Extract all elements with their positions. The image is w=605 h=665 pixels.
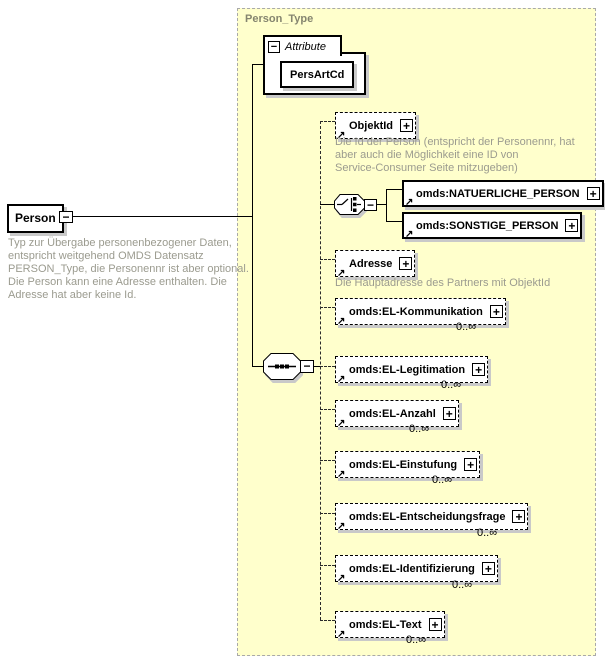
- attribute-persartcd-name: PersArtCd: [290, 69, 345, 81]
- line-to-natuerliche-person: [386, 189, 402, 190]
- stub-el-anzahl: [320, 409, 335, 410]
- person-annotation-line: entspricht weitgehend OMDS Datensatz: [8, 250, 204, 262]
- reference-arrow-icon: ↗: [337, 268, 346, 279]
- stub-adresse: [320, 259, 335, 260]
- line-choice-out: [377, 204, 386, 205]
- collapse-icon[interactable]: −: [268, 40, 280, 53]
- stub-el-legitimation: [320, 366, 335, 367]
- element-el-text[interactable]: ↗ omds:EL-Text +: [335, 611, 445, 640]
- objektid-annotation-line: Die Id der Person (entspricht der Person…: [335, 136, 575, 148]
- choice-connector-icon[interactable]: [334, 194, 365, 215]
- line-sequence-to-children: [314, 366, 321, 367]
- expand-icon[interactable]: +: [472, 362, 486, 376]
- adresse-annotation: Die Hauptadresse des Partners mit Objekt…: [335, 277, 551, 289]
- line-main-vertical: [252, 64, 253, 367]
- reference-arrow-icon: ↗: [405, 197, 414, 208]
- reference-arrow-icon: ↗: [337, 469, 346, 480]
- stub-objektid: [320, 121, 335, 122]
- cardinality-el-text: 0..∞: [406, 634, 427, 646]
- stub-el-einstufung: [320, 460, 335, 461]
- collapse-icon[interactable]: −: [364, 199, 377, 211]
- element-el-identifizierung[interactable]: ↗ omds:EL-Identifizierung +: [335, 555, 498, 584]
- collapse-icon[interactable]: −: [300, 360, 314, 373]
- element-sonstige-person[interactable]: ↗ omds:SONSTIGE_PERSON +: [402, 212, 583, 240]
- reference-arrow-icon: ↗: [337, 521, 346, 532]
- objektid-annotation-line: aber auch die Möglichkeit eine ID von: [335, 149, 519, 161]
- expand-icon[interactable]: +: [428, 617, 442, 631]
- attribute-group-tab[interactable]: − Attribute: [263, 35, 342, 56]
- person-annotation-line: Die Person kann eine Adresse enthalten. …: [8, 276, 227, 288]
- line-choice-vertical: [386, 189, 387, 221]
- cardinality-el-anzahl: 0..∞: [409, 423, 430, 435]
- expand-icon[interactable]: +: [481, 561, 495, 575]
- element-el-kommunikation[interactable]: ↗ omds:EL-Kommunikation +: [335, 298, 506, 327]
- expand-icon[interactable]: +: [464, 457, 478, 471]
- person-annotation-line: Adresse hat aber keine Id.: [8, 289, 137, 301]
- element-el-text-name: omds:EL-Text: [349, 619, 422, 631]
- cardinality-el-identifizierung: 0..∞: [452, 579, 473, 591]
- cardinality-el-legitimation: 0..∞: [441, 379, 462, 391]
- element-objektid-name: ObjektId: [349, 120, 394, 132]
- element-adresse[interactable]: ↗ Adresse +: [335, 250, 416, 279]
- person-type-label: Person_Type: [245, 13, 314, 25]
- line-to-sonstige-person: [386, 221, 402, 222]
- reference-arrow-icon: ↗: [337, 629, 346, 640]
- objektid-annotation: Die Id der Person (entspricht der Person…: [335, 136, 575, 175]
- expand-icon[interactable]: +: [586, 186, 600, 200]
- attribute-group-label: Attribute: [285, 40, 326, 53]
- person-type-container: [237, 8, 596, 656]
- cardinality-el-kommunikation: 0..∞: [456, 321, 477, 333]
- expand-icon[interactable]: +: [400, 118, 414, 132]
- element-person-name: Person: [15, 211, 56, 225]
- element-el-kommunikation-name: omds:EL-Kommunikation: [349, 306, 483, 318]
- element-el-identifizierung-name: omds:EL-Identifizierung: [349, 563, 475, 575]
- expand-icon[interactable]: +: [512, 509, 526, 523]
- stub-el-kommunikation: [320, 307, 335, 308]
- element-sonstige-person-name: omds:SONSTIGE_PERSON: [416, 220, 559, 232]
- element-el-anzahl[interactable]: ↗ omds:EL-Anzahl +: [335, 400, 459, 429]
- expand-icon[interactable]: +: [442, 406, 456, 420]
- element-el-entscheidungsfrage-name: omds:EL-Entscheidungsfrage: [349, 511, 506, 523]
- element-adresse-name: Adresse: [349, 258, 393, 270]
- reference-arrow-icon: ↗: [405, 229, 414, 240]
- person-annotation-line: Typ zur Übergabe personenbezogener Daten…: [8, 237, 232, 249]
- cardinality-el-entscheidungsfrage: 0..∞: [477, 527, 498, 539]
- objektid-annotation-line: Service-Consumer Seite mitzugeben): [335, 162, 518, 174]
- line-children-vertical: [320, 121, 321, 620]
- element-el-einstufung[interactable]: ↗ omds:EL-Einstufung +: [335, 451, 481, 480]
- reference-arrow-icon: ↗: [337, 573, 346, 584]
- line-person-to-tree: [72, 216, 252, 217]
- person-annotation-line: PERSON_Type, die Personennr ist aber opt…: [8, 263, 249, 275]
- cardinality-el-einstufung: 0..∞: [432, 474, 453, 486]
- element-natuerliche-person-name: omds:NATUERLICHE_PERSON: [416, 188, 580, 200]
- person-annotation: Typ zur Übergabe personenbezogener Daten…: [8, 237, 249, 302]
- attribute-persartcd[interactable]: PersArtCd: [280, 61, 355, 88]
- element-el-einstufung-name: omds:EL-Einstufung: [349, 459, 458, 471]
- element-el-legitimation-name: omds:EL-Legitimation: [349, 364, 466, 376]
- element-person[interactable]: Person: [7, 204, 64, 233]
- reference-arrow-icon: ↗: [337, 418, 346, 429]
- reference-arrow-icon: ↗: [337, 374, 346, 385]
- reference-arrow-icon: ↗: [337, 130, 346, 141]
- element-el-legitimation[interactable]: ↗ omds:EL-Legitimation +: [335, 356, 489, 385]
- reference-arrow-icon: ↗: [337, 316, 346, 327]
- expand-icon[interactable]: +: [565, 218, 579, 232]
- stub-el-identifizierung: [320, 565, 335, 566]
- line-to-attribute-group: [252, 64, 264, 65]
- expand-icon[interactable]: +: [489, 304, 503, 318]
- element-objektid[interactable]: ↗ ObjektId +: [335, 112, 417, 141]
- line-to-sequence: [252, 366, 264, 367]
- expand-icon[interactable]: +: [399, 256, 413, 270]
- collapse-icon[interactable]: −: [59, 211, 73, 223]
- stub-el-text: [320, 620, 335, 621]
- stub-choice: [320, 204, 335, 205]
- element-natuerliche-person[interactable]: ↗ omds:NATUERLICHE_PERSON +: [402, 180, 604, 208]
- sequence-connector-icon[interactable]: [263, 353, 301, 380]
- stub-el-entscheidungsfrage: [320, 513, 335, 514]
- element-el-anzahl-name: omds:EL-Anzahl: [349, 408, 436, 420]
- element-el-entscheidungsfrage[interactable]: ↗ omds:EL-Entscheidungsfrage +: [335, 503, 529, 532]
